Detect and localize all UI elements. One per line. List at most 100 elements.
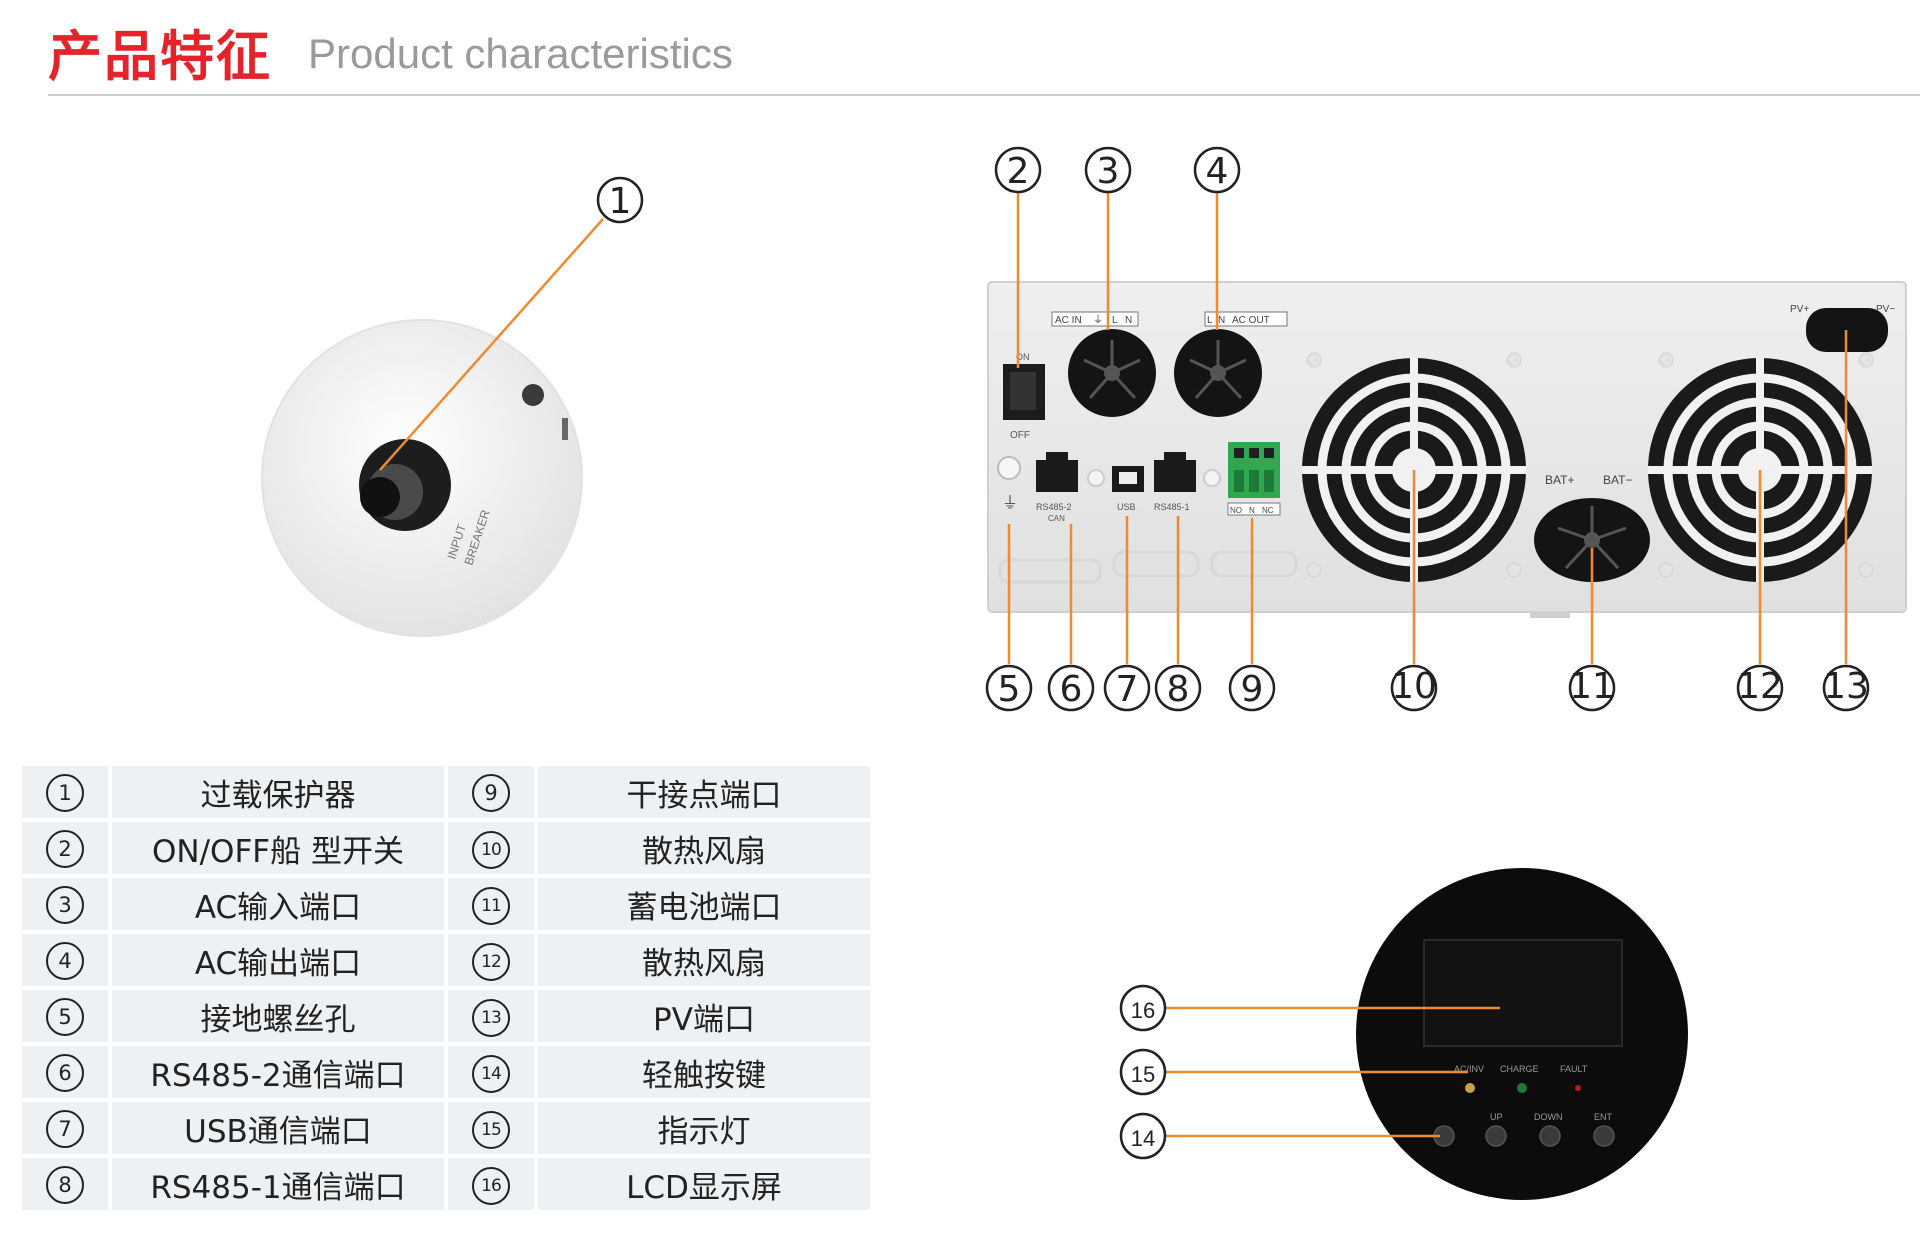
callout-label-2: 2 bbox=[1007, 151, 1030, 192]
callout-label-6: 6 bbox=[1060, 669, 1083, 710]
callout-16: 16 bbox=[1119, 984, 1167, 1032]
callout-label-12: 12 bbox=[1737, 666, 1783, 707]
callout-label-7: 7 bbox=[1116, 669, 1139, 710]
feature-name: USB通信端口 bbox=[112, 1102, 444, 1154]
callout-12: 12 bbox=[1736, 664, 1784, 712]
table-row: 2 ON/OFF船 型开关 10 散热风扇 bbox=[22, 822, 870, 874]
led-charge bbox=[1517, 1083, 1527, 1093]
rs485-2-port: RS485-2 CAN bbox=[1036, 452, 1078, 523]
feature-name: RS485-2通信端口 bbox=[112, 1046, 444, 1098]
ground-screw: ⏚ bbox=[997, 456, 1021, 512]
power-switch: ON OFF bbox=[1003, 352, 1045, 441]
callout-label-13: 13 bbox=[1823, 666, 1869, 707]
callout-10: 10 bbox=[1390, 664, 1438, 712]
feature-name: 接地螺丝孔 bbox=[112, 990, 444, 1042]
callout-4: 4 bbox=[1193, 146, 1241, 194]
callout-7: 7 bbox=[1103, 664, 1151, 712]
header-divider bbox=[48, 94, 1920, 96]
row-number: 14 bbox=[472, 1055, 510, 1094]
row-number: 8 bbox=[46, 1166, 84, 1205]
callout-1: 1 bbox=[596, 176, 644, 224]
ac-out-term-n: N bbox=[1218, 315, 1225, 326]
row-number: 10 bbox=[472, 831, 510, 870]
button-label-ent: ENT bbox=[1594, 1112, 1613, 1122]
callout-label-3: 3 bbox=[1097, 151, 1120, 192]
led-acinv bbox=[1465, 1083, 1475, 1093]
button-up bbox=[1485, 1125, 1507, 1147]
callout-label-15: 15 bbox=[1131, 1062, 1155, 1087]
row-number: 15 bbox=[472, 1111, 510, 1150]
ac-out-port: L N AC OUT bbox=[1174, 311, 1288, 417]
bat-neg-label: BAT− bbox=[1603, 473, 1632, 487]
page-subtitle: Product characteristics bbox=[308, 30, 733, 77]
callout-11: 11 bbox=[1568, 664, 1616, 712]
led-label-fault: FAULT bbox=[1560, 1064, 1588, 1074]
leader-line-1 bbox=[379, 218, 604, 471]
feature-name: ON/OFF船 型开关 bbox=[112, 822, 444, 874]
feature-table: 1 过载保护器 9 干接点端口 2 ON/OFF船 型开关 10 散热风扇 3 … bbox=[18, 762, 874, 1214]
product-diagram: INPUT BREAKER ON OFF AC IN ⏚ L N bbox=[261, 146, 1907, 712]
button-down bbox=[1539, 1125, 1561, 1147]
dry-term-nc: NC bbox=[1262, 506, 1274, 515]
dry-term-no: NO bbox=[1230, 506, 1242, 515]
rs485-1-label: RS485-1 bbox=[1154, 502, 1190, 512]
leader-lines bbox=[379, 190, 1848, 664]
feature-name: LCD显示屏 bbox=[538, 1158, 870, 1210]
row-number: 9 bbox=[472, 774, 510, 813]
table-row: 6 RS485-2通信端口 14 轻触按键 bbox=[22, 1046, 870, 1098]
callout-9: 9 bbox=[1228, 664, 1276, 712]
callout-label-9: 9 bbox=[1241, 669, 1264, 710]
callout-6: 6 bbox=[1047, 664, 1095, 712]
feature-name: RS485-1通信端口 bbox=[112, 1158, 444, 1210]
lcd-screen bbox=[1423, 939, 1623, 1047]
usb-port: USB bbox=[1112, 466, 1144, 512]
callout-label-4: 4 bbox=[1206, 151, 1229, 192]
feature-name: 干接点端口 bbox=[538, 766, 870, 818]
callout-14: 14 bbox=[1119, 1112, 1167, 1160]
row-number: 1 bbox=[46, 774, 84, 813]
switch-off-label: OFF bbox=[1010, 430, 1030, 441]
table-row: 3 AC输入端口 11 蓄电池端口 bbox=[22, 878, 870, 930]
led-fault bbox=[1575, 1085, 1581, 1091]
callout-5: 5 bbox=[985, 664, 1033, 712]
callout-label-16: 16 bbox=[1131, 998, 1155, 1023]
table-row: 7 USB通信端口 15 指示灯 bbox=[22, 1102, 870, 1154]
table-row: 4 AC输出端口 12 散热风扇 bbox=[22, 934, 870, 986]
row-number: 7 bbox=[46, 1110, 84, 1149]
usb-label: USB bbox=[1117, 502, 1136, 512]
row-number: 4 bbox=[46, 942, 84, 981]
dry-term-n: N bbox=[1249, 506, 1255, 515]
breaker-closeup: INPUT BREAKER bbox=[261, 319, 583, 637]
feature-name: AC输入端口 bbox=[112, 878, 444, 930]
switch-on-label: ON bbox=[1016, 352, 1030, 362]
ac-in-term-n: N bbox=[1125, 315, 1132, 326]
ground-symbol: ⏚ bbox=[1002, 494, 1018, 512]
feature-name: 散热风扇 bbox=[538, 934, 870, 986]
front-panel-diagram: AC/INV CHARGE FAULT UP DOWN ENT 16 15 14 bbox=[1119, 868, 1688, 1200]
pv-pos-label: PV+ bbox=[1790, 304, 1809, 315]
row-number: 11 bbox=[472, 887, 510, 926]
feature-name: 过载保护器 bbox=[112, 766, 444, 818]
rear-panel: ON OFF AC IN ⏚ L N L N bbox=[987, 281, 1907, 618]
row-number: 3 bbox=[46, 886, 84, 925]
callout-markers: 1 2 3 4 5 6 7 8 bbox=[596, 146, 1870, 712]
row-number: 2 bbox=[46, 830, 84, 869]
can-label: CAN bbox=[1048, 514, 1065, 523]
ac-out-term-l: L bbox=[1207, 315, 1213, 326]
callout-label-14: 14 bbox=[1131, 1126, 1155, 1151]
callout-8: 8 bbox=[1154, 664, 1202, 712]
callout-label-11: 11 bbox=[1569, 666, 1615, 707]
bat-pos-label: BAT+ bbox=[1545, 473, 1574, 487]
callout-13: 13 bbox=[1822, 664, 1870, 712]
ac-in-term-ground: ⏚ bbox=[1093, 314, 1103, 326]
feature-name: 轻触按键 bbox=[538, 1046, 870, 1098]
row-number: 12 bbox=[472, 943, 510, 982]
callout-15: 15 bbox=[1119, 1048, 1167, 1096]
button-label-down: DOWN bbox=[1534, 1112, 1563, 1122]
row-number: 13 bbox=[472, 999, 510, 1038]
rs485-1-port: RS485-1 bbox=[1154, 452, 1196, 512]
table-row: 8 RS485-1通信端口 16 LCD显示屏 bbox=[22, 1158, 870, 1210]
ac-out-label: AC OUT bbox=[1232, 315, 1270, 326]
row-number: 5 bbox=[46, 998, 84, 1037]
feature-name: 散热风扇 bbox=[538, 822, 870, 874]
